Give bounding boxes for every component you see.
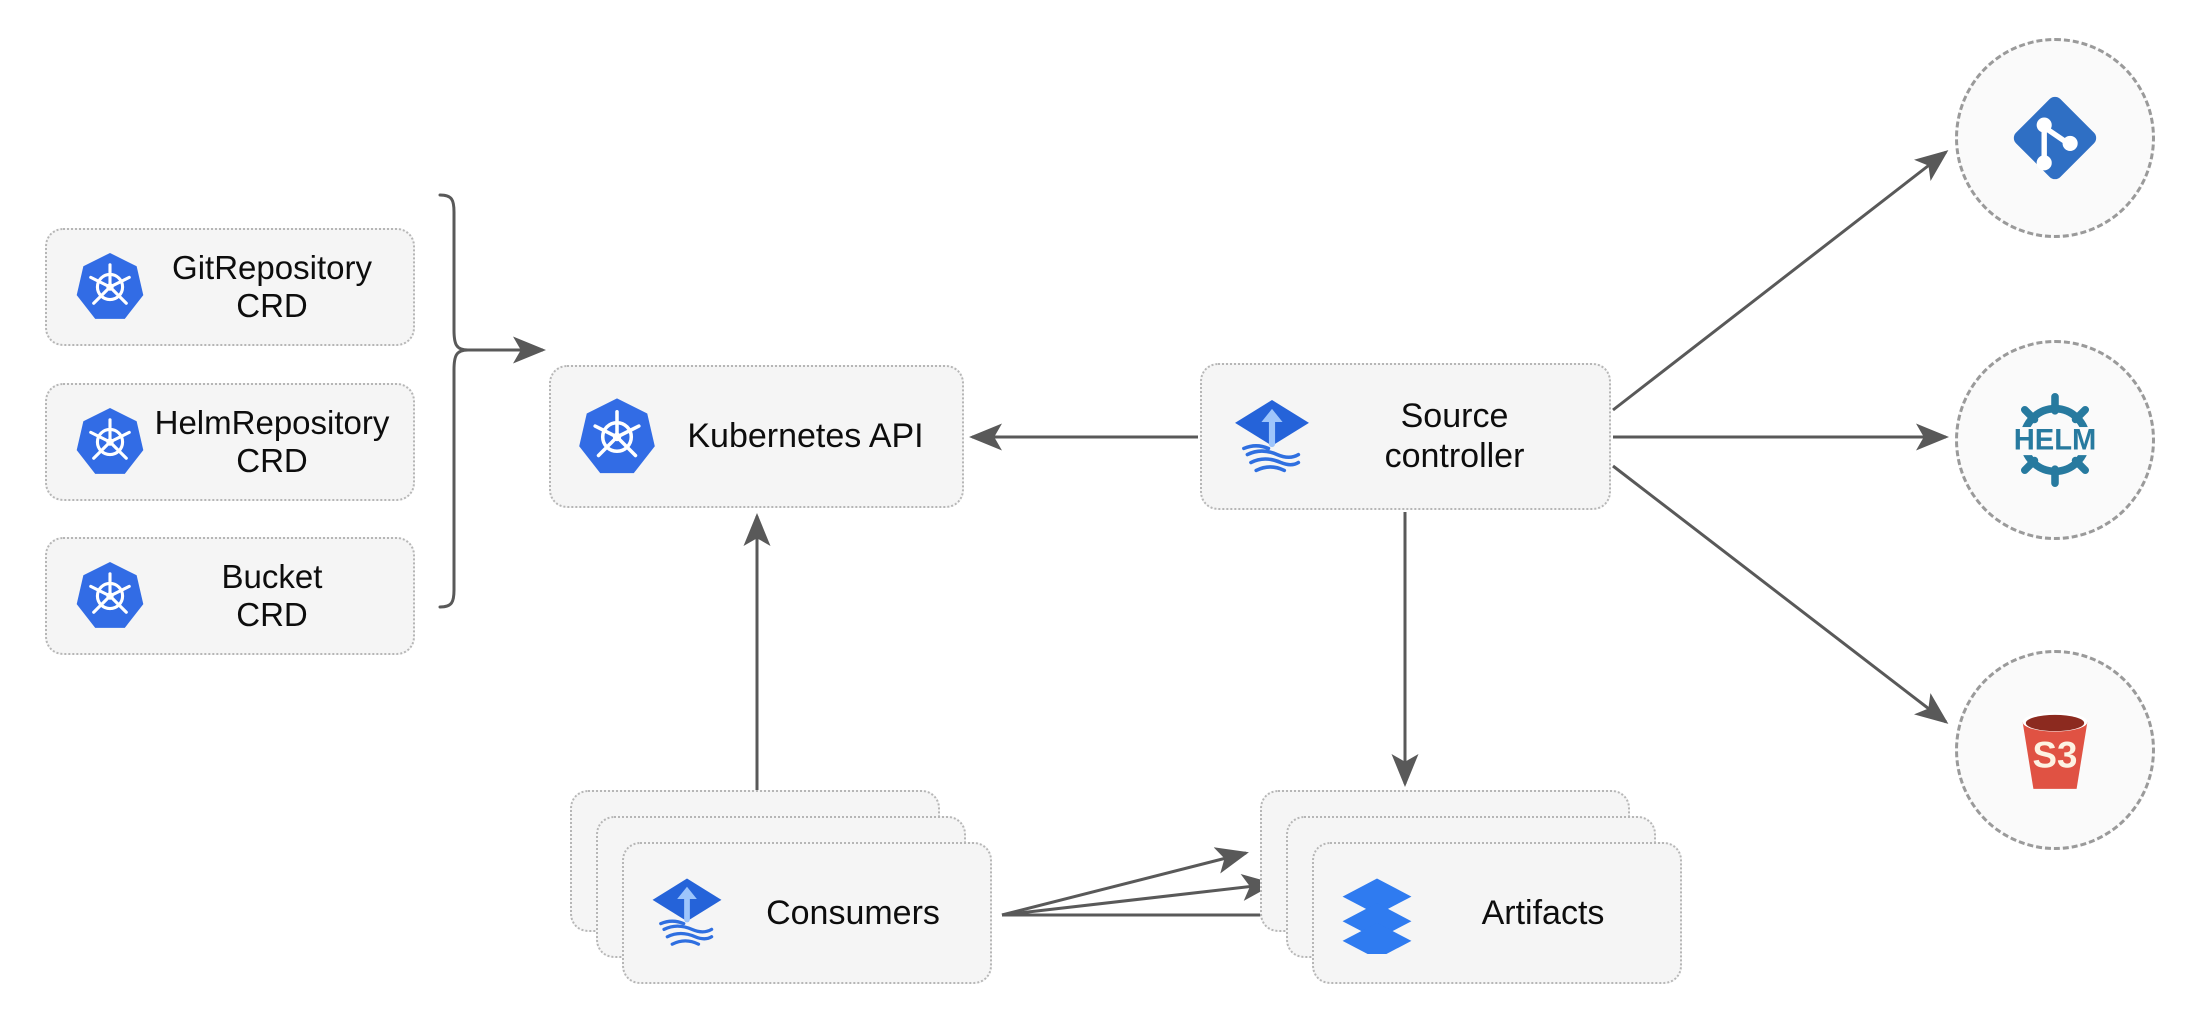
kubernetes-icon	[575, 395, 659, 479]
git-icon	[2001, 84, 2109, 192]
node-label: Consumers	[766, 893, 940, 932]
node-helmrepository-crd[interactable]: HelmRepository CRD	[45, 383, 415, 501]
stack-sheet-front[interactable]: Artifacts	[1312, 842, 1682, 984]
crd-group-brace	[438, 193, 469, 609]
kubernetes-icon	[73, 250, 147, 324]
stack-sheet-front[interactable]: Consumers	[622, 842, 992, 984]
flux-icon	[646, 872, 728, 954]
node-git-source[interactable]	[1955, 38, 2155, 238]
node-label: Kubernetes API	[687, 416, 924, 455]
node-label: Artifacts	[1481, 893, 1605, 932]
edge-source-controller-to-s3	[1612, 464, 1949, 724]
node-kubernetes-api[interactable]: Kubernetes API	[549, 365, 964, 508]
edge-consumers-to-artifacts-2	[1001, 874, 1275, 917]
node-s3-source[interactable]: S3	[1955, 650, 2155, 850]
node-label: GitRepository CRD	[172, 248, 372, 324]
helm-label: HELM	[2014, 425, 2097, 457]
node-bucket-crd[interactable]: Bucket CRD	[45, 537, 415, 655]
edge-consumers-to-artifacts-1	[1001, 847, 1249, 917]
kubernetes-icon	[73, 559, 147, 633]
node-helm-source[interactable]: HELM	[1955, 340, 2155, 540]
s3-icon: S3	[2001, 696, 2109, 804]
kubernetes-icon	[73, 405, 147, 479]
layers-icon	[1336, 872, 1418, 959]
node-source-controller[interactable]: Source controller	[1200, 363, 1611, 510]
node-label: Bucket CRD	[221, 557, 323, 633]
helm-icon: HELM	[2001, 386, 2109, 494]
edge-source-controller-to-git	[1612, 150, 1949, 412]
node-label: HelmRepository CRD	[154, 403, 390, 479]
flux-icon	[1228, 393, 1316, 481]
node-gitrepository-crd[interactable]: GitRepository CRD	[45, 228, 415, 346]
s3-label: S3	[2033, 734, 2078, 775]
node-label: Source controller	[1384, 397, 1525, 475]
